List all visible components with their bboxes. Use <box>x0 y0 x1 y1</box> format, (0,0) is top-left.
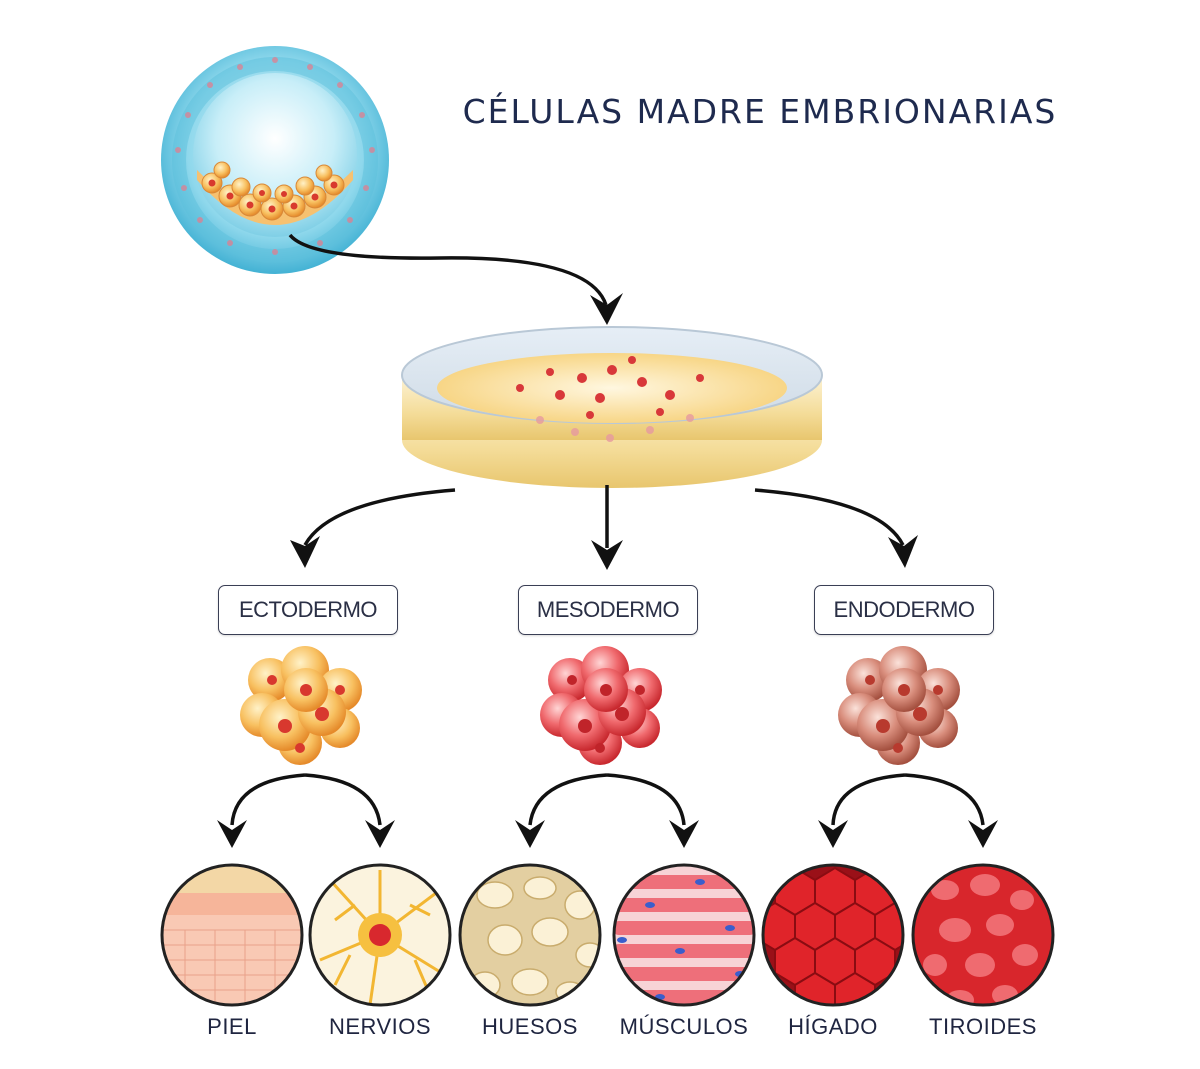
tissue-label-nerves: NERVIOS <box>328 1014 432 1039</box>
liver-icon <box>761 863 905 1007</box>
endoderm-cluster-icon <box>838 646 960 765</box>
tissue-label-bones: HUESOS <box>482 1014 578 1039</box>
tissue-label-liver: HÍGADO <box>788 1014 878 1039</box>
branch-arrows <box>230 773 985 826</box>
tissue-label-muscles: MÚSCULOS <box>619 1014 749 1039</box>
tissue-label-thyroid: TIROIDES <box>929 1014 1037 1039</box>
germ-layer-mesoderm: MESODERMO <box>518 585 698 635</box>
germ-layer-endoderm: ENDODERMO <box>814 585 994 635</box>
thyroid-icon <box>911 863 1055 1007</box>
muscle-icon <box>612 863 756 1007</box>
ectoderm-cluster-icon <box>240 646 362 765</box>
bone-icon <box>458 863 602 1007</box>
petri-dish-icon <box>401 326 823 488</box>
page-title: CÉLULAS MADRE EMBRIONARIAS <box>462 92 1058 131</box>
skin-icon <box>160 863 304 1007</box>
neuron-icon <box>308 863 452 1007</box>
blastocyst-icon <box>161 46 389 274</box>
tissue-label-skin: PIEL <box>207 1014 257 1039</box>
mesoderm-cluster-icon <box>540 646 662 765</box>
germ-layer-ectoderm: ECTODERMO <box>218 585 398 635</box>
arrow-to-dish <box>288 233 608 306</box>
